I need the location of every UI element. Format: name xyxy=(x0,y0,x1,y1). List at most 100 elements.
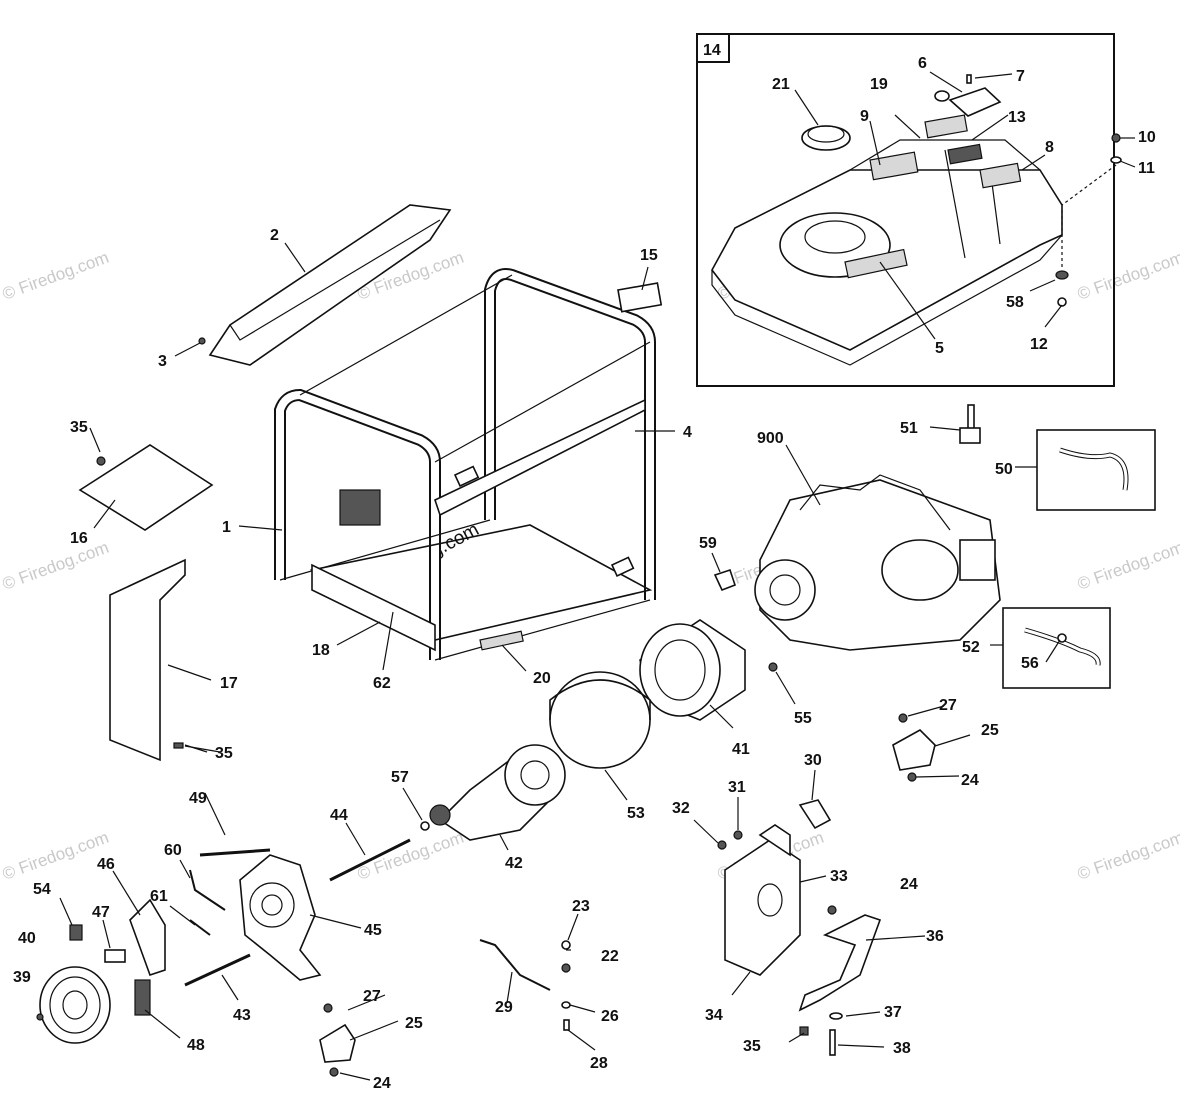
callout-43: 43 xyxy=(233,1007,251,1024)
callout-10: 10 xyxy=(1138,129,1156,146)
bracket xyxy=(948,87,1002,117)
callout-26: 26 xyxy=(601,1008,619,1025)
callout-17: 17 xyxy=(220,675,238,692)
rectifier xyxy=(104,949,126,963)
callout-54: 54 xyxy=(33,881,51,898)
watermark: © Firedog.com xyxy=(355,828,466,884)
bolt xyxy=(829,1029,836,1056)
nut xyxy=(768,662,778,672)
callout-1: 1 xyxy=(222,519,231,536)
screw xyxy=(36,1013,44,1021)
callout-9: 9 xyxy=(860,108,869,125)
panel xyxy=(78,444,214,531)
plug-59 xyxy=(713,568,737,592)
watermark: © Firedog.com xyxy=(1075,828,1180,884)
callout-35-c: 35 xyxy=(743,1038,761,1055)
spacer xyxy=(1057,297,1067,307)
stator-cover xyxy=(549,671,651,769)
frame-bumper xyxy=(453,465,480,487)
label-decal xyxy=(617,282,663,313)
callout-31: 31 xyxy=(728,779,746,796)
washer xyxy=(561,1001,571,1009)
callout-22: 22 xyxy=(601,948,619,965)
callout-21: 21 xyxy=(772,76,790,93)
fuel-gauge xyxy=(947,143,983,165)
callout-16: 16 xyxy=(70,530,88,547)
carburetor xyxy=(959,539,996,581)
nut xyxy=(898,713,908,723)
callout-20: 20 xyxy=(533,670,551,687)
stator xyxy=(639,619,746,721)
callout-19: 19 xyxy=(870,76,888,93)
fuel-valve-body xyxy=(959,427,981,444)
callout-49: 49 xyxy=(189,790,207,807)
screw xyxy=(966,74,972,84)
terminal-block xyxy=(134,979,151,1016)
engine-flange xyxy=(754,559,816,621)
screw xyxy=(799,1026,809,1036)
nut xyxy=(827,905,837,915)
frame-bumper xyxy=(610,556,635,577)
callout-37: 37 xyxy=(884,1004,902,1021)
callout-50: 50 xyxy=(995,461,1013,478)
fuel-valve xyxy=(967,404,975,431)
callout-56: 56 xyxy=(1021,655,1039,672)
callout-46: 46 xyxy=(97,856,115,873)
watermark: © Firedog.com xyxy=(0,538,111,594)
screw xyxy=(96,456,106,466)
callout-900: 900 xyxy=(757,430,784,447)
washer xyxy=(420,821,430,831)
grommet xyxy=(934,90,950,102)
callout-39: 39 xyxy=(13,969,31,986)
callout-62: 62 xyxy=(373,675,391,692)
fuel-tank-group-frame xyxy=(696,33,1115,387)
callout-53: 53 xyxy=(627,805,645,822)
fuel-tank-group xyxy=(696,33,1122,387)
callout-45: 45 xyxy=(364,922,382,939)
callout-13: 13 xyxy=(1008,109,1026,126)
washer xyxy=(829,1012,843,1020)
callout-5: 5 xyxy=(935,340,944,357)
callout-35-a: 35 xyxy=(70,419,88,436)
tank-decal xyxy=(844,248,908,279)
bracket-panel xyxy=(109,558,186,762)
end-cover xyxy=(129,898,166,977)
callout-8: 8 xyxy=(1045,139,1054,156)
muffler xyxy=(724,824,801,976)
callout-57: 57 xyxy=(391,769,409,786)
callout-29: 29 xyxy=(495,999,513,1016)
end-bell xyxy=(239,854,322,981)
callout-14: 14 xyxy=(703,42,721,59)
leader-lines xyxy=(59,71,1136,1081)
callout-24-c: 24 xyxy=(373,1075,391,1092)
callout-4: 4 xyxy=(683,424,692,441)
callout-47: 47 xyxy=(92,904,110,921)
nut xyxy=(733,830,743,840)
frame-bracket xyxy=(339,489,381,526)
callout-60: 60 xyxy=(164,842,182,859)
screw xyxy=(563,1019,570,1031)
rear-cover xyxy=(39,966,111,1044)
callout-30: 30 xyxy=(804,752,822,769)
frame-decal xyxy=(479,630,524,651)
callout-25-b: 25 xyxy=(405,1015,423,1032)
callout-33: 33 xyxy=(830,868,848,885)
bolt xyxy=(561,940,571,950)
nut xyxy=(323,1003,333,1013)
callout-58: 58 xyxy=(1006,294,1024,311)
callout-18: 18 xyxy=(312,642,330,659)
control-panel-cover xyxy=(208,204,452,366)
watermark: © Firedog.com xyxy=(1075,538,1180,594)
callout-24-a: 24 xyxy=(961,772,979,789)
screw xyxy=(198,337,206,345)
callout-7: 7 xyxy=(1016,68,1025,85)
callout-34: 34 xyxy=(705,1007,723,1024)
gasket xyxy=(798,799,832,830)
callout-12: 12 xyxy=(1030,336,1048,353)
vibration-mount xyxy=(319,1023,356,1063)
callout-6: 6 xyxy=(918,55,927,72)
tank-decal xyxy=(924,114,968,139)
screw xyxy=(173,742,184,749)
fuel-hose-box xyxy=(1036,429,1156,511)
